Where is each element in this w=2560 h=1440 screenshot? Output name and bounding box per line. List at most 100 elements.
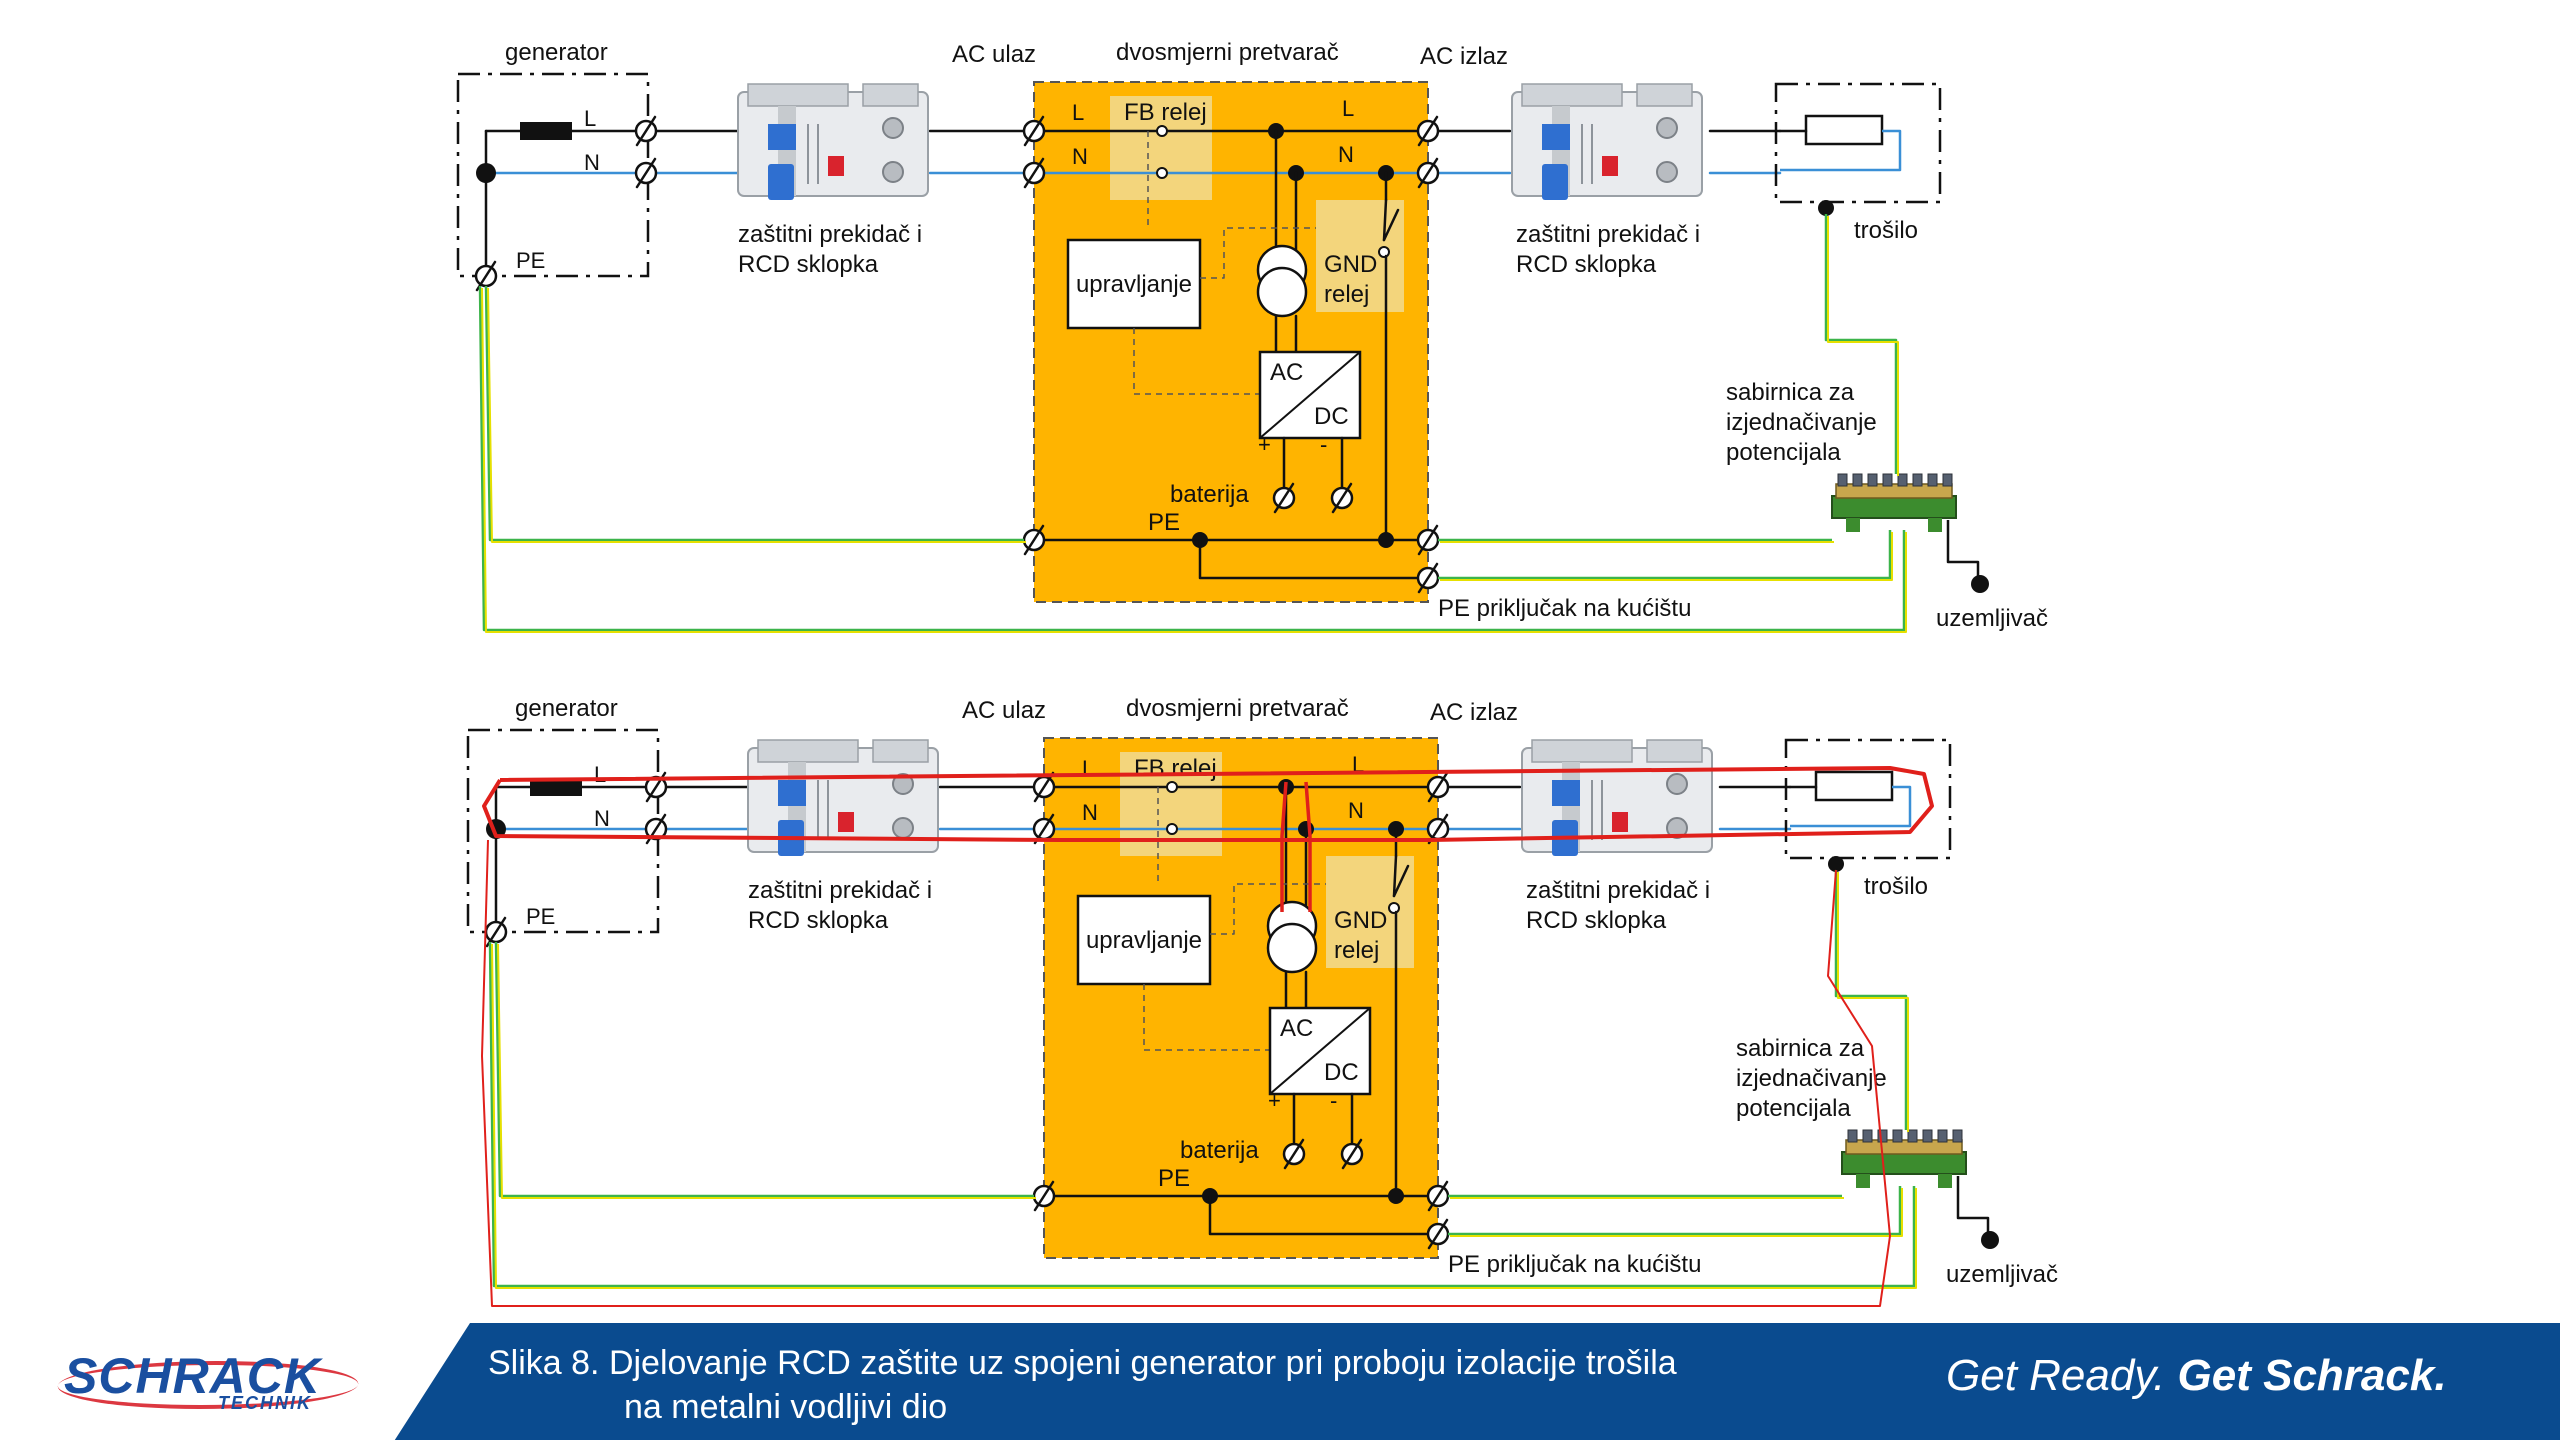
control-signal [1210, 883, 1326, 935]
pe-label-gen: PE [526, 904, 555, 929]
terminal-acin-L-slash [1023, 115, 1045, 147]
pe-wire-gen-to-busbar-yellow [491, 943, 1917, 1289]
pe-junction-gnd [1388, 1188, 1404, 1204]
rcd-test-button [828, 156, 844, 176]
breaker-top-cap [1531, 739, 1633, 763]
load-pe-point [1828, 856, 1844, 872]
breaker-input-label-2: RCD sklopka [748, 907, 889, 934]
converter-L-out: L [1342, 96, 1354, 121]
busbar-rail [1835, 483, 1953, 499]
terminal-gen-PE-slash [475, 260, 497, 292]
breaker-input [747, 739, 939, 856]
terminal-acout-N-slash [1417, 157, 1439, 189]
busbar-foot [1938, 1174, 1952, 1188]
breaker-output-label-2: RCD sklopka [1516, 251, 1657, 278]
fb-relay-highlight [1110, 96, 1212, 200]
terminal-acout-L-slash [1417, 115, 1439, 147]
pe-wire-load-to-busbar-yellow [1827, 216, 1899, 476]
pe-label-gen: PE [516, 248, 545, 273]
battery-plus-sign: + [1268, 1088, 1281, 1113]
generator-enclosure [466, 728, 660, 934]
acdc-dc-label: DC [1324, 1059, 1359, 1086]
earth-label: uzemljivač [1946, 1261, 2058, 1288]
rcd-test-button [838, 812, 854, 832]
control-box [1066, 238, 1202, 330]
gnd-relay-label-2: relej [1324, 281, 1369, 308]
busbar-foot [1928, 518, 1942, 532]
earth-label: uzemljivač [1936, 605, 2048, 632]
ac-output-label: AC izlaz [1420, 43, 1508, 70]
acdc-ac-label: AC [1280, 1015, 1313, 1042]
slogan: Get Ready. Get Schrack. [1946, 1351, 2447, 1401]
breaker-top-cap-2 [1646, 739, 1703, 763]
control-label: upravljanje [1076, 271, 1192, 298]
load-label: trošilo [1854, 217, 1918, 244]
pe-wire-gen-to-busbar [478, 285, 1906, 632]
generator-enclosure [456, 72, 650, 278]
fb-relay-contact [1166, 781, 1178, 793]
gnd-relay-line [1382, 198, 1388, 242]
figure-caption: Slika 8. Djelovanje RCD zaštite uz spoje… [488, 1341, 1848, 1429]
housing-pe-label: PE priključak na kućištu [1438, 595, 1691, 622]
breaker-input-label-2: RCD sklopka [738, 251, 879, 278]
converter-box [1033, 81, 1429, 603]
battery-terminal-plus-slash [1283, 1138, 1305, 1170]
busbar-screw [1952, 1129, 1963, 1143]
gnd-relay-contact [1388, 902, 1400, 914]
busbar-foot [1856, 1174, 1870, 1188]
battery-minus-sign: - [1330, 1088, 1337, 1113]
breaker-toggle-handle [768, 164, 794, 200]
acdc-diagonal [1259, 351, 1361, 439]
phase-label-gen: L [594, 762, 606, 787]
gnd-relay-switch [1392, 864, 1410, 898]
breaker-top-cap-2 [872, 739, 929, 763]
transformer-coil [1256, 266, 1308, 318]
busbar-screw [1942, 473, 1953, 487]
busbar-label-1: sabirnica za [1736, 1035, 1865, 1062]
load-resistor [1814, 770, 1894, 802]
busbar-screw [1922, 1129, 1933, 1143]
terminal-converter-pe-out-slash [1417, 524, 1439, 556]
gnd-relay-contact [1378, 246, 1390, 258]
fault-current-loop [482, 766, 1934, 842]
breaker-top-cap [757, 739, 859, 763]
breaker-screw [1656, 117, 1678, 139]
busbar-screw [1897, 473, 1908, 487]
load-pe-point [1818, 200, 1834, 216]
pe-wire-load-to-busbar-yellow [1837, 872, 1909, 1132]
busbar-screw [1837, 473, 1848, 487]
ac-output-label: AC izlaz [1430, 699, 1518, 726]
busbar-screw [1847, 1129, 1858, 1143]
breaker-screw [892, 773, 914, 795]
gnd-relay-line [1392, 854, 1398, 898]
slogan-part-1: Get Ready. [1946, 1351, 2166, 1400]
breaker-input-label-1: zaštitni prekidač i [748, 877, 932, 904]
busbar-screw [1877, 1129, 1888, 1143]
pe-wire-gen-to-converter-yellow [487, 287, 1026, 543]
busbar-label-1: sabirnica za [1726, 379, 1855, 406]
control-signal [1200, 227, 1316, 279]
breaker-indicator [768, 124, 796, 150]
load-enclosure [1784, 738, 1952, 860]
battery-terminal-plus-slash [1273, 482, 1295, 514]
terminal-gen-N-slash [635, 157, 657, 189]
battery-plus-sign: + [1258, 432, 1271, 457]
breaker-screw [1666, 817, 1688, 839]
converter-box [1043, 737, 1439, 1259]
fb-relay-label: FB relej [1134, 755, 1217, 782]
converter-label: dvosmjerni pretvarač [1116, 39, 1339, 66]
generator-winding [530, 778, 582, 796]
generator-label: generator [505, 39, 608, 66]
fault-path-transformer [1280, 781, 1288, 912]
breaker-top-cap [747, 83, 849, 107]
gnd-relay-switch [1382, 208, 1400, 242]
control-signal [1143, 984, 1270, 1051]
battery-terminal-minus-slash [1341, 1138, 1363, 1170]
phase-label-gen: L [584, 106, 596, 131]
converter-pe-label: PE [1148, 509, 1180, 536]
equipotential-busbar [1841, 1129, 1967, 1188]
pe-wire-housing-yellow [1450, 1188, 1903, 1237]
logo-wordmark: SCHRACK [64, 1348, 321, 1404]
terminal-acin-N-slash [1023, 157, 1045, 189]
